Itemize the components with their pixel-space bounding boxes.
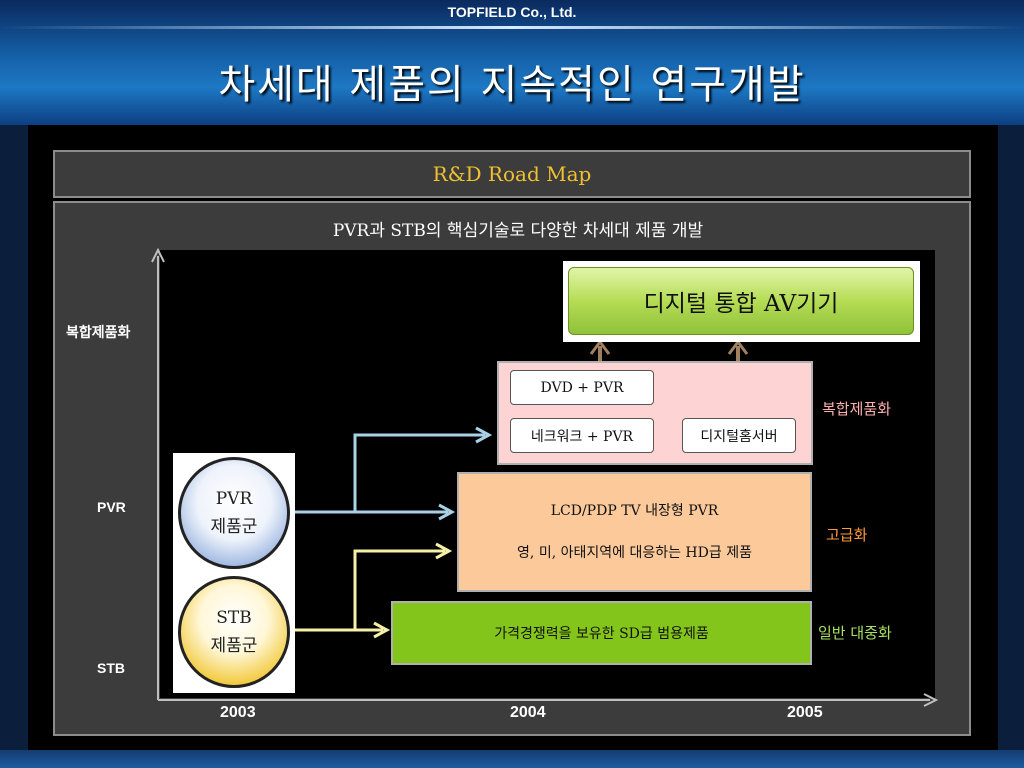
home-server-box: 디지털홈서버 — [682, 418, 796, 453]
stage-label-mass: 일반 대중화 — [818, 624, 892, 642]
lcd-pvr-box: LCD/PDP TV 내장형 PVR 영, 미, 아태지역에 대응하는 HD급 … — [457, 472, 812, 592]
page-title: 차세대 제품의 지속적인 연구개발 — [218, 62, 806, 108]
x-label-2003: 2003 — [220, 704, 256, 721]
company-name: TOPFIELD Co., Ltd. — [447, 4, 577, 20]
footer-band — [0, 750, 1024, 768]
lcd-pvr-title: LCD/PDP TV 내장형 PVR — [550, 503, 719, 519]
stage-label-complex: 복합제품화 — [822, 400, 892, 418]
y-label-complex: 복합제품화 — [66, 324, 131, 340]
av-device-box: 디지털 통합 AV기기 — [568, 267, 914, 335]
x-label-2004: 2004 — [510, 704, 546, 721]
x-label-2005: 2005 — [787, 704, 823, 721]
header-bar — [0, 0, 1024, 125]
network-pvr-box: 네크워크 + PVR — [510, 418, 654, 453]
lcd-pvr-description: 영, 미, 아태지역에 대응하는 HD급 제품 — [517, 545, 752, 561]
y-label-stb: STB — [97, 660, 125, 676]
stage-label-premium: 고급화 — [826, 526, 868, 544]
roadmap-title-bar: R&D Road Map — [53, 150, 971, 198]
dvd-pvr-box: DVD + PVR — [510, 370, 654, 405]
sd-product-box: 가격경쟁력을 보유한 SD급 범용제품 — [391, 601, 812, 665]
stb-group-title: STB — [216, 608, 252, 628]
header-divider — [0, 26, 1024, 29]
stb-group-subtitle: 제품군 — [210, 636, 258, 656]
pvr-group-title: PVR — [215, 489, 253, 509]
pvr-group-subtitle: 제품군 — [210, 517, 258, 537]
y-label-pvr: PVR — [97, 499, 126, 515]
pvr-group-circle: PVR 제품군 — [178, 457, 290, 569]
roadmap-title: R&D Road Map — [432, 162, 592, 186]
stb-group-circle: STB 제품군 — [178, 576, 290, 688]
roadmap-subtitle: PVR과 STB의 핵심기술로 다양한 차세대 제품 개발 — [332, 221, 704, 241]
